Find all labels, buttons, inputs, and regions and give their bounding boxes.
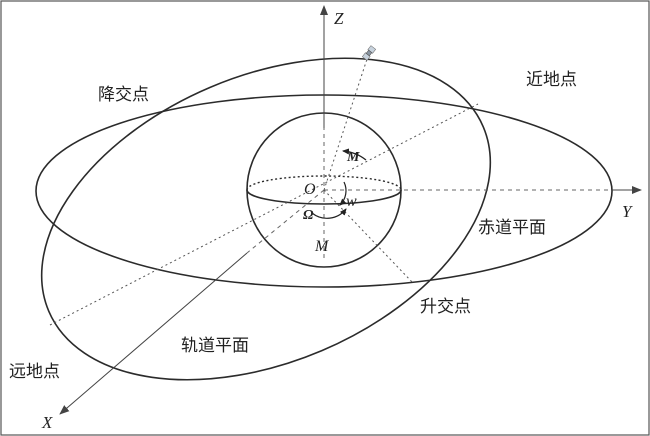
x-axis-hidden	[246, 189, 325, 254]
mean-anomaly-label-top: M	[346, 150, 360, 165]
perigee-label: 近地点	[526, 70, 577, 90]
sphere-equator-back	[246, 175, 402, 191]
node-line	[323, 189, 414, 284]
x-axis-label: X	[41, 413, 53, 432]
equatorial-plane-label: 赤道平面	[478, 218, 546, 238]
ascending-node-label: 升交点	[420, 297, 471, 317]
mean-anomaly-label-bottom: M	[314, 238, 330, 255]
orbital-plane-ellipse	[40, 57, 492, 381]
origin-label: O	[304, 181, 316, 198]
apsides-line	[49, 103, 479, 326]
apogee-label: 远地点	[9, 362, 60, 382]
arg-perigee-label: w	[346, 193, 357, 210]
arg-perigee-arc	[339, 181, 347, 206]
x-axis	[59, 252, 248, 415]
raan-arc	[311, 208, 347, 219]
raan-label: Ω	[303, 208, 314, 223]
mean-anomaly-arc	[342, 148, 367, 161]
descending-node-label: 降交点	[98, 85, 149, 105]
y-axis-label: Y	[622, 202, 633, 221]
z-axis-label: Z	[334, 9, 344, 28]
orbital-plane-label: 轨道平面	[181, 336, 249, 356]
sphere-equator-front	[246, 189, 402, 205]
satellite-icon	[361, 45, 377, 61]
satellite-radius-line	[323, 52, 370, 191]
